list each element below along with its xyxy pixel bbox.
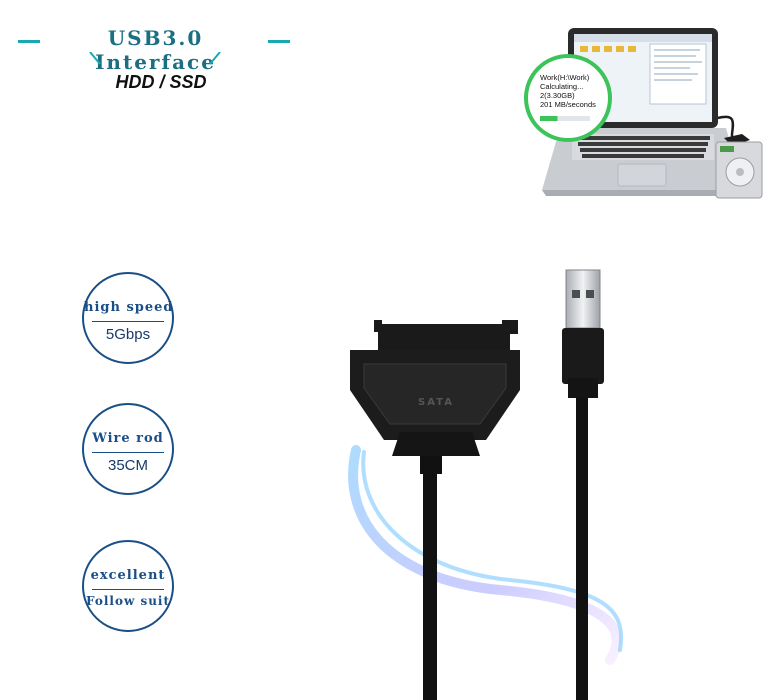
popup-line3: 2(3.30GB) [540,91,575,100]
badge-excellent: excellent Follow suit [82,540,174,632]
badge-value: 5Gbps [105,326,151,343]
usb-plug-housing [562,328,604,384]
laptop-illustration: Work(H:\Work) Calculating... 2(3.30GB) 2… [524,28,763,199]
badge-value: 35CM [107,457,148,474]
badge-divider [92,589,164,590]
title-bracket [89,52,221,65]
badge-label: Wire rod [92,431,164,446]
usb-sata-adapter-image: SATA [348,269,623,700]
badge-wire-rod: Wire rod 35CM [82,403,174,495]
popup-line2: Calculating... [540,82,583,91]
glow-swirl [348,445,622,665]
badge-high-speed: high speed 5Gbps [82,272,174,364]
title-dash-right [268,40,290,43]
popup-line4: 201 MB/seconds [540,100,596,109]
badge-divider [92,452,164,453]
adapter-logo: SATA [418,397,454,408]
page-subtitle: HDD / SSD [115,72,207,92]
title-dash-left [18,40,40,43]
popup-line1: Work(H:\Work) [540,73,590,82]
popup-progress-bar [540,116,558,121]
usb-plug-metal [565,269,601,329]
badge-divider [92,321,164,322]
header-title-row: USB3.0 Interface [18,26,298,74]
badge-value: Follow suit [85,594,171,608]
badge-label: high speed [84,300,174,315]
page-title: USB3.0 Interface [95,26,216,74]
sata-connector [378,324,510,350]
badge-label: excellent [90,568,166,583]
